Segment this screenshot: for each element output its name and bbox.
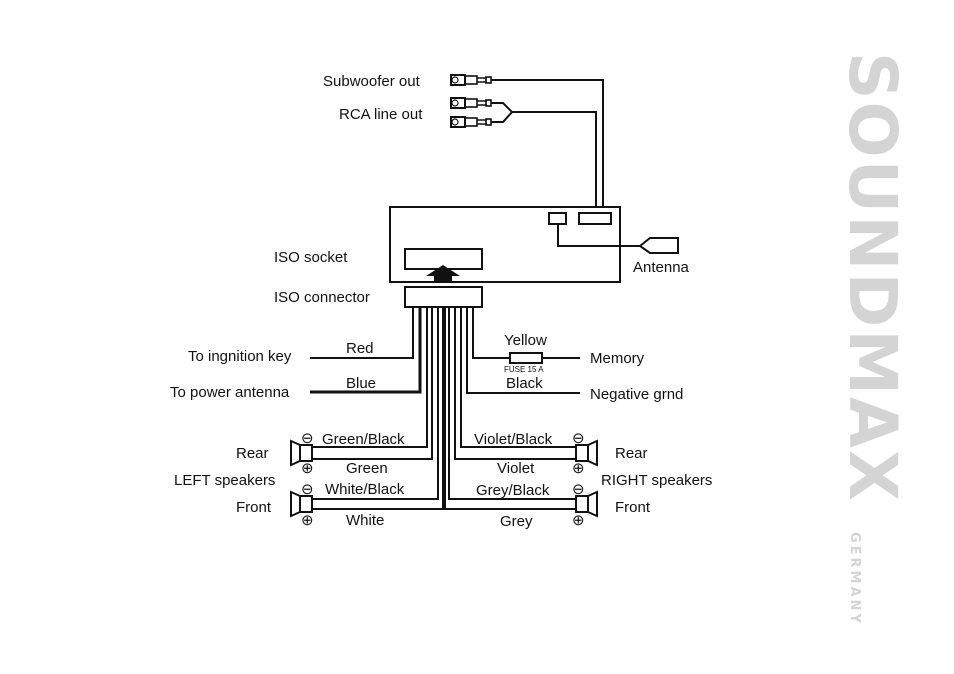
wire-green-black [312,307,428,448]
speaker-right-rear-icon [575,439,598,467]
brand-name: SOUNDMAX [834,52,911,503]
power-antenna-label: To power antenna [170,384,290,401]
speaker-right-front-icon [575,490,598,518]
wire-blue [310,307,422,394]
left-speakers-label: LEFT speakers [174,472,275,489]
ignition-key-label: To ingnition key [188,348,292,365]
polarity-plus: ⊕ [572,512,585,529]
wire-violet-black [460,307,576,448]
violet-black-wire-label: Violet/Black [474,431,553,448]
wire-white-black [312,307,439,500]
negative-ground-label: Negative grnd [590,386,683,403]
red-wire-label: Red [346,340,374,357]
black-wire-label: Black [506,375,543,392]
right-rear-label: Rear [615,445,648,462]
antenna-cable [557,224,640,247]
subwoofer-out-label: Subwoofer out [323,73,421,90]
antenna-port [548,212,567,225]
iso-socket-label: ISO socket [274,249,348,266]
speaker-left-front-icon [290,490,313,518]
subwoofer-cable [491,79,604,213]
blue-wire-label: Blue [346,375,376,392]
rca-port [578,212,612,225]
polarity-plus: ⊕ [301,460,314,477]
wire-violet [454,307,576,460]
rca-plug-line-1 [450,97,492,109]
right-speakers-label: RIGHT speakers [601,472,712,489]
brand-logo: SOUNDMAX GERMANY [834,52,911,626]
white-black-wire-label: White/Black [325,481,405,498]
polarity-plus: ⊕ [301,512,314,529]
polarity-minus: ⊖ [301,481,314,498]
wire-yellow [472,307,580,359]
fuse-label: FUSE 15 A [504,365,544,374]
grey-black-wire-label: Grey/Black [476,482,550,499]
iso-connector [404,286,483,308]
brand-sub: GERMANY [847,532,862,626]
insert-arrow-icon [426,265,460,283]
iso-connector-label: ISO connector [274,289,370,306]
wire-grey-black [448,307,576,500]
left-front-label: Front [236,499,272,516]
polarity-minus: ⊖ [301,430,314,447]
right-front-label: Front [615,499,651,516]
rca-plug-line-2 [450,116,492,128]
memory-label: Memory [590,350,645,367]
polarity-plus: ⊕ [572,460,585,477]
wire-white [312,307,444,510]
wire-grey [444,307,576,510]
rca-plug-subwoofer [450,74,492,86]
fuse [509,352,543,364]
rca-line-cable [491,102,597,213]
green-black-wire-label: Green/Black [322,431,405,448]
antenna-plug [638,237,679,254]
green-wire-label: Green [346,460,388,477]
white-wire-label: White [346,512,384,529]
wire-black [466,307,580,394]
antenna-label: Antenna [633,259,690,276]
grey-wire-label: Grey [500,513,533,530]
speaker-left-rear-icon [290,439,313,467]
polarity-minus: ⊖ [572,430,585,447]
left-rear-label: Rear [236,445,269,462]
wire-red [310,307,414,359]
wire-green [312,307,433,460]
rca-line-out-label: RCA line out [339,106,423,123]
polarity-minus: ⊖ [572,481,585,498]
yellow-wire-label: Yellow [504,332,547,349]
violet-wire-label: Violet [497,460,535,477]
